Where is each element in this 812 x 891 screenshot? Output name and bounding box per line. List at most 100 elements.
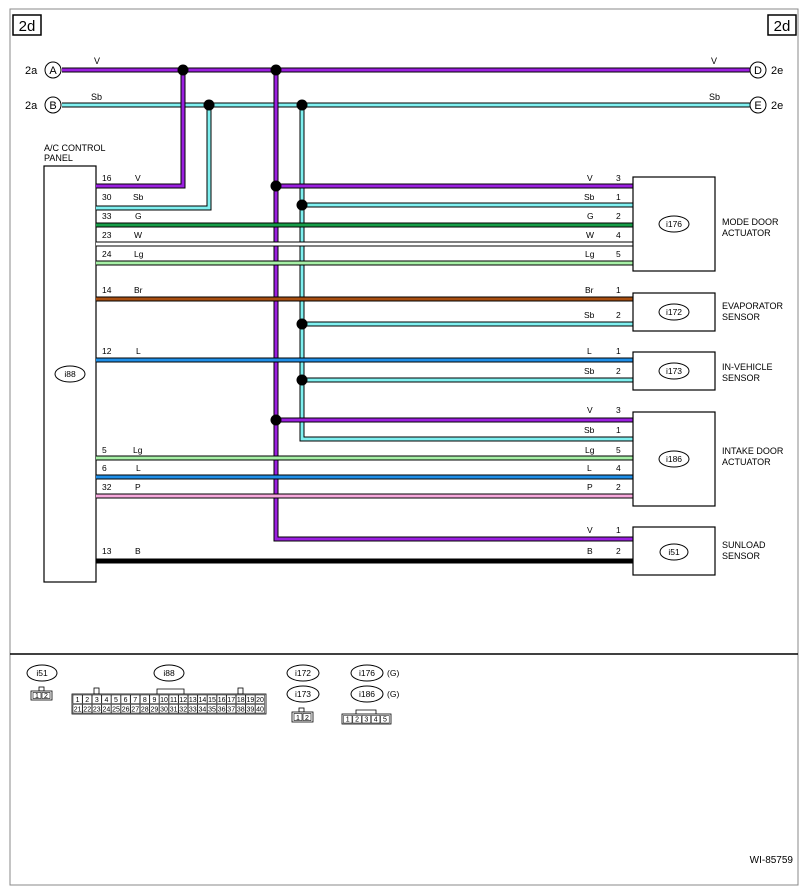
wire-pin30-sb: [96, 105, 212, 211]
connector-pin: [245, 694, 256, 704]
connector-pin: [82, 704, 93, 714]
connector-pin: [235, 704, 246, 714]
page-tag-left-box: [12, 14, 42, 36]
bus-a-letter: A: [49, 65, 57, 77]
connector-pin-label: 5: [383, 717, 387, 724]
connector-tab: [93, 687, 100, 695]
wire-pin12-dest-pin: 1: [616, 346, 621, 356]
bus-b-letter: B: [49, 100, 56, 112]
wire-mode-door-v-pin: 3: [616, 173, 621, 183]
legend-i173-oval: [286, 685, 320, 703]
wire-pin13-dest-pin: 2: [616, 546, 621, 556]
connector-pin: [130, 694, 141, 704]
wire-pin5-dest-color: Lg: [585, 445, 595, 455]
bus-b-color-label: Sb: [91, 92, 102, 102]
connector-key: [156, 688, 185, 694]
connector-pin: [120, 694, 131, 704]
legend-i172-oval: [286, 664, 320, 682]
intake-door-label-2: ACTUATOR: [722, 457, 771, 467]
wire-pin30-outline: [96, 105, 212, 211]
control-panel-connector: i88: [64, 369, 76, 379]
control-panel-title-1: A/C CONTROL: [44, 143, 106, 153]
v-trunk: [273, 70, 633, 542]
wire-mode-door-sb-color: Sb: [584, 192, 595, 202]
wire-pin13-number: 13: [102, 546, 112, 556]
connector-pin: [130, 704, 141, 714]
connector-pin: [91, 694, 102, 704]
wire-pin12-color: L: [136, 346, 141, 356]
connector-pin-label: 8: [143, 697, 147, 704]
bus-e-terminal: [749, 96, 767, 114]
wire-sunload-v-color: V: [587, 525, 593, 535]
connector-pin-label: 30: [160, 707, 168, 714]
in-vehicle-label-1: IN-VEHICLE: [722, 362, 773, 372]
wire-pin13-color: B: [135, 546, 141, 556]
connector-pin: [178, 694, 189, 704]
wire-pin33-color: G: [135, 211, 142, 221]
connector-pin-label: 38: [237, 707, 245, 714]
connector-pin-label: 32: [179, 707, 187, 714]
connector-pin: [168, 694, 179, 704]
page-tag-left: 2d: [19, 18, 36, 35]
connector-pin-label: 2: [44, 693, 48, 700]
wire-pin33-dest-color: G: [587, 211, 594, 221]
wire-mode-door-sb-pin: 1: [616, 192, 621, 202]
wire-pin30-number: 30: [102, 192, 112, 202]
connector-body: [30, 690, 53, 701]
connector-pin: [111, 704, 121, 714]
wire-pin24-dest-color: Lg: [585, 249, 595, 259]
wire-pin33-dest-pin: 2: [616, 211, 621, 221]
wire-pin13-dest-color: B: [587, 546, 593, 556]
wire-pin6-dest-pin: 4: [616, 463, 621, 473]
splice-dot: [270, 180, 282, 192]
connector-pin-label: 36: [218, 707, 226, 714]
wire-pin12-dest-color: L: [587, 346, 592, 356]
wire-pin14-color: Br: [134, 285, 143, 295]
connector-pin: [120, 704, 131, 714]
intake-door-connector-oval: [658, 450, 690, 468]
connector-pin-label: 39: [247, 707, 255, 714]
bus-d-color-label: V: [711, 56, 717, 66]
connector-pin-label: 5: [114, 697, 118, 704]
wire-pin23-dest-color: W: [586, 230, 594, 240]
connector-pin: [207, 694, 217, 704]
bus-e-color-label: Sb: [709, 92, 720, 102]
wire-pin23-dest-pin: 4: [616, 230, 621, 240]
connector-pin-label: 27: [131, 707, 139, 714]
mode-door-connector: i176: [666, 219, 682, 229]
connector-pin-label: 23: [93, 707, 101, 714]
evaporator-connector: i172: [666, 307, 682, 317]
connector-pin: [149, 694, 160, 704]
bus-e-letter: E: [754, 100, 761, 112]
sb-trunk-core: [300, 105, 633, 441]
wire-pin24-number: 24: [102, 249, 112, 259]
splice-dot: [203, 99, 215, 111]
connector-pin-label: 33: [189, 707, 197, 714]
connector-pin: [226, 704, 237, 714]
connector-pin-label: 21: [74, 707, 82, 714]
connector-pin: [41, 692, 51, 699]
wire-pin14-dest-pin: 1: [616, 285, 621, 295]
connector-pin-label: 2: [305, 715, 309, 722]
wire-pin14-dest-color: Br: [585, 285, 594, 295]
splice-dot: [296, 374, 308, 386]
connector-pin-label: 26: [122, 707, 130, 714]
connector-pin-label: 12: [179, 697, 187, 704]
mode-door-label-1: MODE DOOR: [722, 217, 779, 227]
connector-pin: [226, 694, 237, 704]
connector-body: [291, 711, 314, 723]
connector-pin: [302, 713, 312, 721]
wire-intake-door-sb-color: Sb: [584, 425, 595, 435]
wire-in-vehicle-sb-pin: 2: [616, 366, 621, 376]
connector-pin: [371, 715, 381, 724]
sunload-label-1: SUNLOAD: [722, 540, 766, 550]
connector-pin: [139, 694, 150, 704]
connector-pin: [255, 704, 265, 714]
in-vehicle-connector: i173: [666, 366, 682, 376]
connector-pin-label: 11: [170, 697, 177, 704]
evaporator-label-2: SENSOR: [722, 312, 761, 322]
connector-pin: [352, 715, 362, 724]
legend-i176-oval: [350, 664, 384, 682]
